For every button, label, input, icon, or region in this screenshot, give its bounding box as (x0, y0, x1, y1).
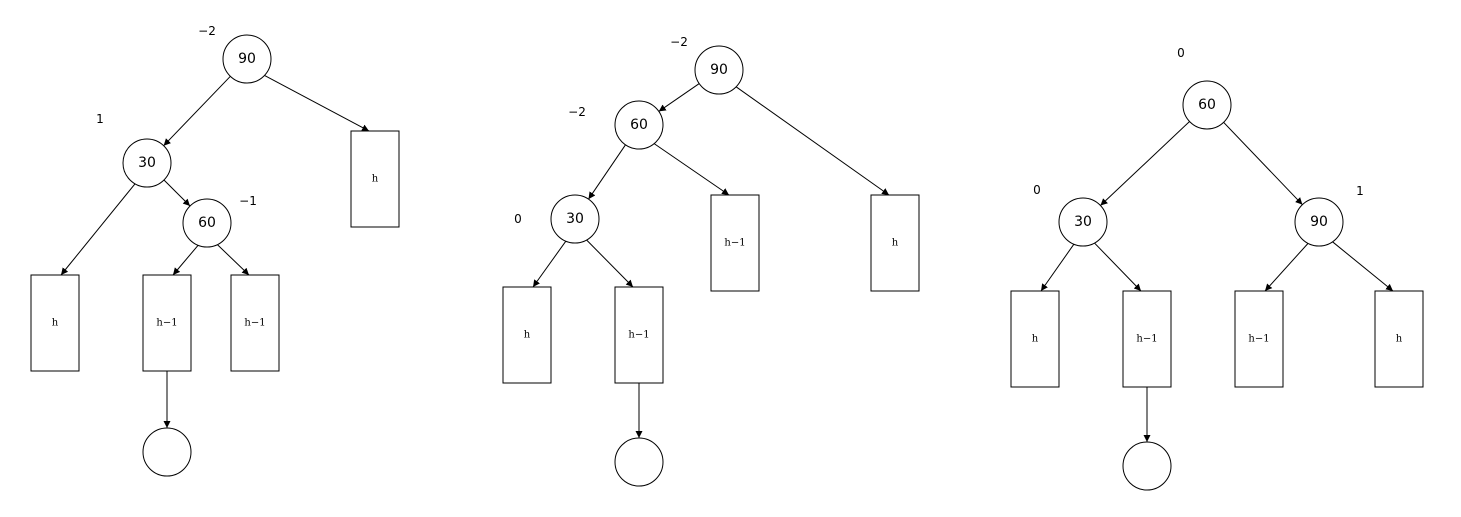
node-label: h−1 (628, 330, 649, 341)
node-label: h (1032, 334, 1039, 345)
tree-node-a90: 90 −2 (198, 24, 272, 84)
node-circle (1058, 197, 1108, 247)
tree-node-b90: 90 −2 (670, 35, 744, 95)
edge-c90-chm1b (1264, 243, 1309, 292)
subtree-box-bh1: h (870, 194, 920, 292)
node-label: h−1 (1248, 334, 1269, 345)
balance-factor-label: 0 (1033, 183, 1041, 197)
subtree-rect (1122, 290, 1172, 388)
balance-factor-label: 0 (1177, 46, 1185, 60)
subtree-box-ch2: h (1374, 290, 1424, 388)
node-label: h−1 (244, 318, 265, 329)
node-label: 30 (566, 211, 584, 227)
node-circle (614, 437, 664, 487)
tree-node-bnew (614, 437, 664, 487)
node-label: h−1 (1136, 334, 1157, 345)
edge-a60-ahm1 (172, 244, 199, 276)
subtree-box-bhm1a: h−1 (710, 194, 760, 292)
edge-b60-bhm1a (653, 143, 730, 196)
subtree-box-chm1b: h−1 (1234, 290, 1284, 388)
balance-factor-label: 0 (514, 212, 522, 226)
edge-b90-b60 (658, 83, 700, 112)
node-circle (142, 427, 192, 477)
node-label: h (524, 330, 531, 341)
edge-c30-chm1a (1094, 242, 1142, 292)
node-circle (550, 194, 600, 244)
edge-c30-ch1 (1040, 243, 1075, 292)
tree-node-c30: 30 0 (1033, 183, 1108, 247)
subtree-rect (502, 286, 552, 384)
node-label: h (372, 174, 379, 185)
node-label: h−1 (156, 318, 177, 329)
edge-b90-bh1 (735, 86, 890, 196)
tree-node-a60: 60 −1 (182, 194, 257, 248)
tree-node-c60: 60 0 (1177, 46, 1232, 130)
node-circle (614, 100, 664, 150)
subtree-rect (30, 274, 80, 372)
edge-b60-b30 (588, 144, 626, 200)
node-label: 90 (1310, 214, 1328, 230)
subtree-rect (350, 130, 400, 228)
tree-node-b60: 60 −2 (568, 100, 664, 150)
node-circle (122, 138, 172, 188)
node-circle (694, 45, 744, 95)
subtree-box-chm1a: h−1 (1122, 290, 1172, 388)
edge-c60-c30 (1100, 121, 1190, 206)
node-label: h (52, 318, 59, 329)
balance-factor-label: 1 (96, 112, 104, 126)
node-label: h−1 (724, 238, 745, 249)
node-circle (1122, 441, 1172, 491)
tree-node-anew (142, 427, 192, 477)
balance-factor-label: −2 (670, 35, 688, 49)
tree-node-cnew (1122, 441, 1172, 491)
edge-b30-bh2 (532, 240, 567, 288)
edge-b30-bhm1b (586, 239, 634, 288)
node-circle (222, 34, 272, 84)
edge-a90-a30 (163, 75, 231, 147)
subtree-box-ah2: h (30, 274, 80, 372)
balance-factor-label: −1 (239, 194, 257, 208)
node-circle (1294, 197, 1344, 247)
subtree-box-bh2: h (502, 286, 552, 384)
balance-factor-label: −2 (568, 105, 586, 119)
tree-node-a30: 30 1 (96, 112, 172, 188)
node-label: 60 (198, 215, 216, 231)
subtree-rect (1234, 290, 1284, 388)
subtree-rect (1010, 290, 1060, 388)
subtree-box-bhm1b: h−1 (614, 286, 664, 384)
edge-c60-c90 (1223, 121, 1303, 206)
subtree-box-ahm2: h−1 (230, 274, 280, 372)
node-circle (182, 198, 232, 248)
node-label: h (892, 238, 899, 249)
node-label: 60 (1198, 97, 1216, 113)
node-label: 90 (710, 62, 728, 78)
subtree-box-ah1: h (350, 130, 400, 228)
edge-a90-ah1 (264, 74, 370, 132)
subtree-box-ahm1: h−1 (142, 274, 192, 372)
edge-a60-ahm2 (217, 244, 250, 276)
node-label: 30 (138, 155, 156, 171)
subtree-rect (1374, 290, 1424, 388)
subtree-box-ch1: h (1010, 290, 1060, 388)
node-label: 60 (630, 117, 648, 133)
balance-factor-label: 1 (1356, 184, 1364, 198)
node-label: 90 (238, 51, 256, 67)
edge-a30-ah2 (60, 183, 136, 276)
node-label: 30 (1074, 214, 1092, 230)
subtree-rect (614, 286, 664, 384)
edge-c90-ch2 (1332, 241, 1394, 292)
tree-node-c90: 90 1 (1294, 184, 1364, 247)
subtree-rect (870, 194, 920, 292)
subtree-rect (230, 274, 280, 372)
subtree-rect (710, 194, 760, 292)
node-circle (1182, 80, 1232, 130)
edge-a30-a60 (163, 179, 191, 207)
balance-factor-label: −2 (198, 24, 216, 38)
node-label: h (1396, 334, 1403, 345)
subtree-rect (142, 274, 192, 372)
tree-node-b30: 30 0 (514, 194, 600, 244)
